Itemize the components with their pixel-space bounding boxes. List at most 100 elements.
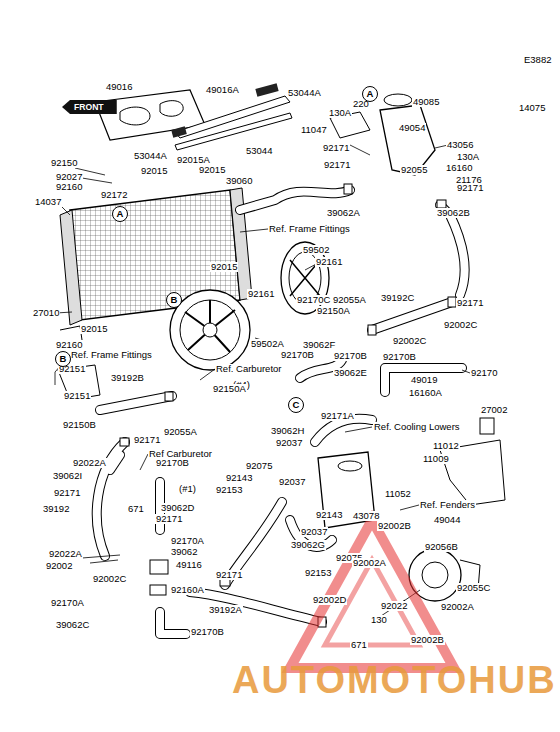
ref-circle: C <box>288 397 304 413</box>
callout-number: 39062B <box>436 208 471 218</box>
callout-number: 130A <box>456 152 480 162</box>
callout-number: 92171 <box>456 183 484 193</box>
callout-number: 92015 <box>198 165 226 175</box>
callout-number: 92150 <box>50 158 78 168</box>
callout-number: 53044A <box>287 88 322 98</box>
callout-number: 92171 <box>133 435 161 445</box>
callout-number: 92171 <box>323 160 351 170</box>
callout-number: 130 <box>370 615 388 625</box>
callout-number: 39192 <box>42 504 70 514</box>
callout-number: 92015 <box>80 324 108 334</box>
callout-number: 92055 <box>400 165 428 175</box>
callout-number: 92171 <box>456 298 484 308</box>
callout-number: 53044 <box>245 146 273 156</box>
callout-number: 49054 <box>398 123 426 133</box>
callout-number: 39062 <box>170 547 198 557</box>
callout-number: 92171 <box>322 143 350 153</box>
ref-circle: B <box>55 351 71 367</box>
callout-number: 92022A <box>48 549 83 559</box>
callout-number: Ref. Carburetor <box>215 364 282 374</box>
callout-number: 92171 <box>53 488 81 498</box>
ref-letter: B <box>56 352 70 366</box>
callout-number: Ref. Frame Fittings <box>70 350 153 360</box>
callout-number: 59502 <box>302 245 330 255</box>
callout-number: 92002A <box>352 558 387 568</box>
callout-number: 92143 <box>225 473 253 483</box>
callout-number: 92170A <box>50 598 85 608</box>
direction-label: FRONT <box>74 102 104 112</box>
callout-number: 92161 <box>247 289 275 299</box>
callout-number: 14075 <box>518 103 546 113</box>
callout-number: 92170A <box>170 536 205 546</box>
callout-number: 92161 <box>315 257 343 267</box>
callout-number: 92002C <box>92 574 127 584</box>
callout-number: 49019 <box>410 375 438 385</box>
callout-number: 43078 <box>352 511 380 521</box>
ref-circle: A <box>112 206 128 222</box>
callout-number: 11009 <box>422 454 450 464</box>
callout-number: 92170B <box>382 352 417 362</box>
callout-number: 53044A <box>133 151 168 161</box>
callout-number: 14037 <box>34 197 62 207</box>
callout-number: 92056B <box>424 542 459 552</box>
callout-number: 39062F <box>302 340 336 350</box>
callout-number: 92171 <box>215 570 243 580</box>
callout-number: Ref. Frame Fittings <box>268 224 351 234</box>
callout-number: 92002C <box>392 336 427 346</box>
callout-number: 43056 <box>446 140 474 150</box>
callout-number: (#1) <box>178 484 197 494</box>
callout-number: 92172 <box>100 190 128 200</box>
callout-number: 92055A <box>332 295 367 305</box>
callout-number: 92170B <box>333 351 368 361</box>
callout-number: 92150B <box>62 420 97 430</box>
callout-number: 92022 <box>380 601 408 611</box>
callout-number: 92037 <box>300 527 328 537</box>
callout-number: 92170 <box>470 368 498 378</box>
callout-number: 92160A <box>170 585 205 595</box>
callout-number: 39192C <box>380 293 415 303</box>
callout-number: 671 <box>127 504 145 514</box>
callout-number: 92037 <box>278 477 306 487</box>
callout-number: 92150A <box>212 384 247 394</box>
callout-number: 92153 <box>304 568 332 578</box>
callout-number: 11052 <box>384 489 412 499</box>
callout-number: 92171 <box>155 514 183 524</box>
callout-number: 671 <box>350 640 368 650</box>
callout-number: 27010 <box>32 308 60 318</box>
callout-number: 39062I <box>52 471 83 481</box>
callout-number: 92170B <box>190 627 225 637</box>
callout-number: 49044 <box>433 515 461 525</box>
callout-number: 49116 <box>175 560 203 570</box>
callout-number: 92075 <box>245 461 273 471</box>
callout-number: Ref. Cooling Lowers <box>373 422 461 432</box>
callout-number: 92002 <box>45 561 73 571</box>
callout-number: Ref. Fenders <box>419 500 476 510</box>
callout-number: 39192B <box>110 373 145 383</box>
front-tag: FRONT <box>62 100 117 114</box>
callout-number: 59502A <box>250 339 285 349</box>
callout-number: 92027 <box>55 172 83 182</box>
callout-number: 39062H <box>270 426 305 436</box>
callout-number: 92002C <box>443 320 478 330</box>
callout-number: 11012 <box>432 441 460 451</box>
callout-number: 92055A <box>163 427 198 437</box>
callout-number: 92055C <box>456 583 491 593</box>
callout-number: 16160A <box>408 388 443 398</box>
callout-number: 92002A <box>440 602 475 612</box>
callout-number: 92015 <box>140 166 168 176</box>
ref-circle: A <box>362 86 378 102</box>
callout-number: 11047 <box>300 125 328 135</box>
callout-number: 92170B <box>280 350 315 360</box>
callout-number: 92170C <box>296 295 331 305</box>
callout-number: 49085 <box>412 97 440 107</box>
callout-number: 39062E <box>333 368 368 378</box>
callout-number: 92015 <box>210 262 238 272</box>
callout-number: 27002 <box>480 405 508 415</box>
callout-number: 92015A <box>176 155 211 165</box>
callout-number: 92002B <box>377 521 412 531</box>
ref-letter: C <box>289 398 303 412</box>
ref-letter: B <box>167 293 181 307</box>
ref-circle: B <box>166 292 182 308</box>
ref-letter: A <box>363 87 377 101</box>
callout-number: 92150A <box>316 306 351 316</box>
